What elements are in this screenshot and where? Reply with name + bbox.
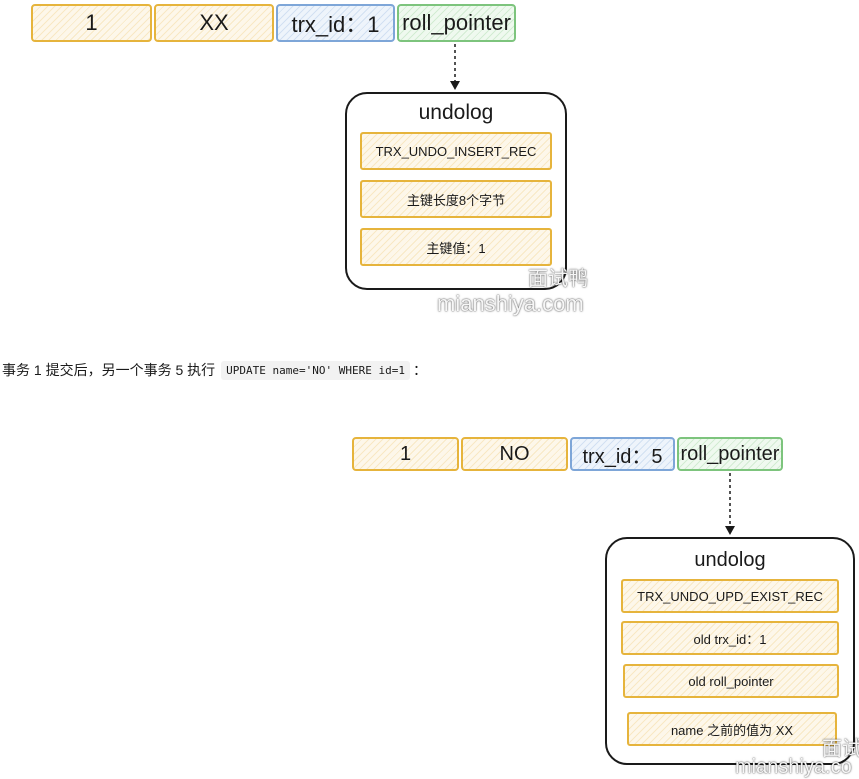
sql-code: UPDATE name='NO' WHERE id=1 [221, 360, 410, 380]
sentence-prefix: 事务 1 提交后，另一个事务 5 执行 [2, 362, 216, 378]
row1-name-text: XX [199, 10, 229, 35]
row1-trx-id-cell: trx_id：1 [276, 4, 395, 42]
row2-trx-id-cell: trx_id：5 [570, 437, 675, 471]
undolog-2-entry-old-trx-id: old trx_id：1 [621, 621, 839, 655]
undolog-1-entry-type-text: TRX_UNDO_INSERT_REC [375, 143, 537, 159]
row2-trx-id-text: trx_id：5 [582, 445, 663, 468]
row1-roll-pointer-text: roll_pointer [402, 10, 511, 35]
row1-roll-pointer-cell: roll_pointer [397, 4, 516, 42]
undolog-2-entry-old-roll-pointer: old roll_pointer [623, 664, 839, 698]
undolog-2-entry-type: TRX_UNDO_UPD_EXIST_REC [621, 579, 839, 613]
row2-pointer-arrow [725, 473, 735, 535]
sentence-suffix: ： [412, 362, 427, 378]
undolog-box-2: undolog TRX_UNDO_UPD_EXIST_REC old trx_i… [605, 537, 855, 765]
undolog-2-entry-old-roll-pointer-text: old roll_pointer [688, 673, 774, 689]
row2-roll-pointer-text: roll_pointer [680, 442, 780, 465]
undolog-2-entry-type-text: TRX_UNDO_UPD_EXIST_REC [637, 588, 823, 604]
watermark-url: mianshiya.com [437, 291, 584, 316]
row2-name-text: NO [499, 442, 530, 465]
undolog-box-1: undolog TRX_UNDO_INSERT_REC 主键长度8个字节 主键值… [345, 92, 567, 290]
row2-id-text: 1 [399, 442, 412, 465]
row1-id-text: 1 [85, 10, 98, 35]
undolog-1-entry-key-value: 主键值：1 [360, 228, 552, 266]
row2-id-cell: 1 [352, 437, 459, 471]
undolog-1-entry-key-length-text: 主键长度8个字节 [406, 192, 506, 208]
undolog-1-entry-key-value-text: 主键值：1 [426, 240, 486, 256]
row1-trx-id-text: trx_id：1 [291, 12, 380, 37]
row1-name-cell: XX [154, 4, 274, 42]
undolog-1-entry-key-length: 主键长度8个字节 [360, 180, 552, 218]
undolog-2-entry-old-trx-id-text: old trx_id：1 [693, 631, 767, 647]
row2-roll-pointer-cell: roll_pointer [677, 437, 783, 471]
watermark-url-partial: mianshiya.co [735, 756, 852, 778]
watermark-brand-partial: 面试 [822, 738, 859, 760]
undolog-2-title: undolog [694, 549, 766, 571]
row2-name-cell: NO [461, 437, 568, 471]
undolog-1-title: undolog [418, 101, 494, 124]
transaction-description: 事务 1 提交后，另一个事务 5 执行 UPDATE name='NO' WHE… [2, 360, 427, 380]
watermark-brand: 面试鸭 [528, 268, 588, 290]
undolog-1-entry-type: TRX_UNDO_INSERT_REC [360, 132, 552, 170]
undolog-2-entry-old-name-text: name 之前的值为 XX [670, 722, 794, 738]
row1-pointer-arrow [450, 44, 460, 90]
undolog-2-entry-old-name: name 之前的值为 XX [627, 712, 837, 746]
row1-id-cell: 1 [31, 4, 152, 42]
